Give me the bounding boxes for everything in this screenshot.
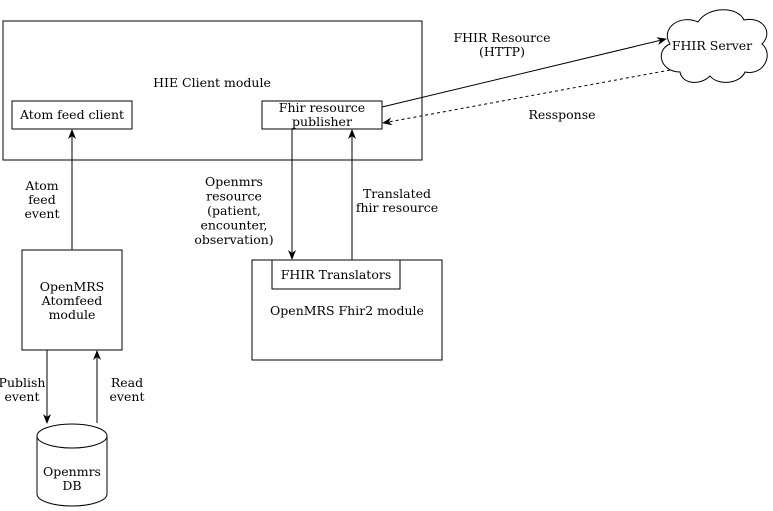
fhir-translators-node: FHIR Translators — [271, 259, 401, 290]
edge-response-label: Ressponse — [528, 107, 595, 122]
openmrs-fhir2-module-label: OpenMRS Fhir2 module — [270, 303, 424, 318]
fhir-server-node: FHIR Server — [660, 9, 768, 83]
hie-client-module: HIE Client module — [2, 20, 423, 161]
atom-feed-client-node: Atom feed client — [11, 100, 133, 130]
edge-response: Ressponse — [382, 69, 671, 126]
hie-client-module-label: HIE Client module — [153, 75, 271, 90]
database-cylinder-icon — [36, 436, 108, 507]
atom-feed-client-label: Atom feed client — [19, 107, 124, 122]
fhir-server-label: FHIR Server — [672, 38, 752, 53]
fhir-translators-label: FHIR Translators — [281, 267, 392, 282]
cloud-shape-icon — [660, 9, 768, 83]
edge-fhir-resource-http: FHIR Resource(HTTP) — [381, 30, 667, 108]
edge-fhir-resource-http-label: FHIR Resource(HTTP) — [453, 30, 550, 59]
